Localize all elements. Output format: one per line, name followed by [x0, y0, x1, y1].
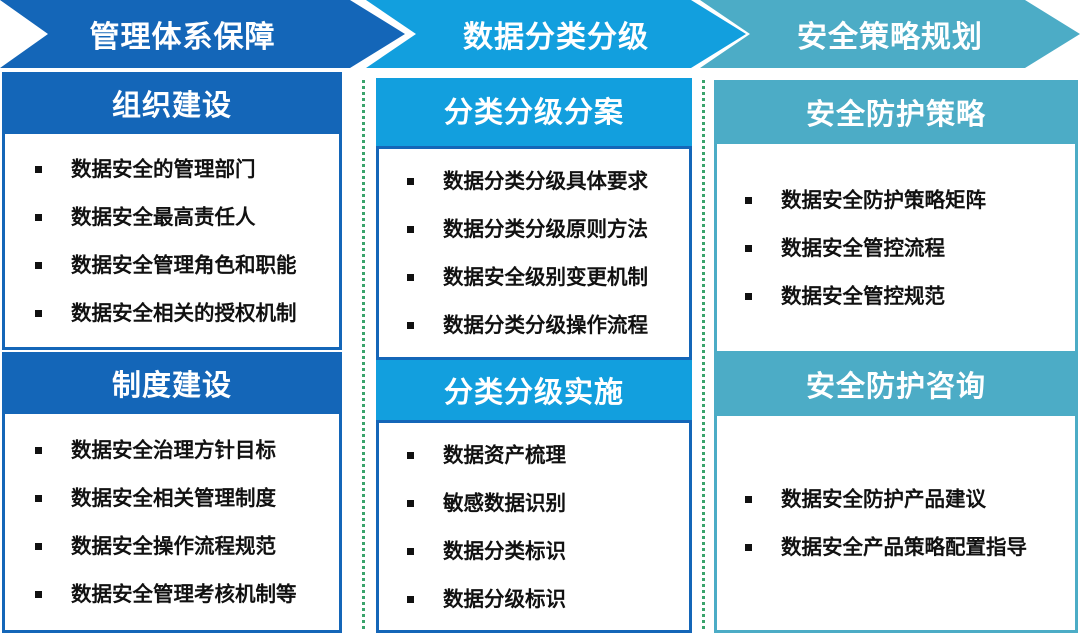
header-arrow-classification: 数据分类分级 [366, 0, 746, 68]
section-list: 数据安全防护产品建议 数据安全产品策略配置指导 [714, 416, 1078, 633]
section-list: 数据安全治理方针目标 数据安全相关管理制度 数据安全操作流程规范 数据安全管理考… [2, 414, 342, 633]
section-title: 安全防护咨询 [805, 369, 986, 403]
list-item: 数据资产梳理 [407, 431, 689, 479]
list-item: 敏感数据识别 [407, 479, 689, 527]
section-protection-consulting: 安全防护咨询 数据安全防护产品建议 数据安全产品策略配置指导 [714, 352, 1078, 633]
list-item: 数据安全级别变更机制 [407, 253, 689, 301]
list-item: 数据分级标识 [407, 575, 689, 623]
list-item: 数据安全管控流程 [745, 224, 1075, 272]
column-strategy: 安全防护策略 数据安全防护策略矩阵 数据安全管控流程 数据安全管控规范 安全防护… [714, 72, 1078, 633]
list-item: 数据安全管理角色和职能 [35, 241, 339, 289]
section-implementation: 分类分级实施 数据资产梳理 敏感数据识别 数据分类标识 数据分级标识 [376, 360, 692, 633]
section-list: 数据分类分级具体要求 数据分类分级原则方法 数据安全级别变更机制 数据分类分级操… [376, 146, 692, 360]
section-organization: 组织建设 数据安全的管理部门 数据安全最高责任人 数据安全管理角色和职能 数据安… [2, 72, 342, 350]
header-arrow-strategy: 安全策略规划 [700, 0, 1080, 68]
section-list: 数据安全的管理部门 数据安全最高责任人 数据安全管理角色和职能 数据安全相关的授… [2, 134, 342, 350]
section-system: 制度建设 数据安全治理方针目标 数据安全相关管理制度 数据安全操作流程规范 数据… [2, 352, 342, 633]
list-item: 数据安全最高责任人 [35, 193, 339, 241]
list-item: 数据安全操作流程规范 [35, 522, 339, 570]
section-title: 制度建设 [111, 368, 232, 402]
section-list: 数据资产梳理 敏感数据识别 数据分类标识 数据分级标识 [376, 420, 692, 633]
list-item: 数据分类分级操作流程 [407, 301, 689, 349]
section-title: 分类分级分案 [443, 95, 624, 129]
section-title: 分类分级实施 [443, 375, 624, 409]
dotted-divider [702, 80, 705, 629]
header-arrow-management: 管理体系保障 [0, 0, 405, 68]
list-item: 数据安全管理考核机制等 [35, 570, 339, 618]
column-classification: 分类分级分案 数据分类分级具体要求 数据分类分级原则方法 数据安全级别变更机制 … [376, 72, 692, 633]
list-item: 数据安全治理方针目标 [35, 426, 339, 474]
dotted-divider [362, 80, 365, 629]
list-item: 数据安全相关的授权机制 [35, 289, 339, 337]
section-list: 数据安全防护策略矩阵 数据安全管控流程 数据安全管控规范 [714, 144, 1078, 354]
list-item: 数据分类分级具体要求 [407, 157, 689, 205]
list-item: 数据安全相关管理制度 [35, 474, 339, 522]
column-management: 组织建设 数据安全的管理部门 数据安全最高责任人 数据安全管理角色和职能 数据安… [2, 72, 342, 633]
list-item: 数据安全管控规范 [745, 272, 1075, 320]
list-item: 数据分类分级原则方法 [407, 205, 689, 253]
list-item: 数据安全的管理部门 [35, 145, 339, 193]
list-item: 数据安全产品策略配置指导 [745, 523, 1075, 571]
section-protection-strategy: 安全防护策略 数据安全防护策略矩阵 数据安全管控流程 数据安全管控规范 [714, 80, 1078, 354]
list-item: 数据分类标识 [407, 527, 689, 575]
section-plan: 分类分级分案 数据分类分级具体要求 数据分类分级原则方法 数据安全级别变更机制 … [376, 78, 692, 360]
list-item: 数据安全防护策略矩阵 [745, 176, 1075, 224]
list-item: 数据安全防护产品建议 [745, 475, 1075, 523]
section-title: 组织建设 [111, 88, 232, 122]
section-title: 安全防护策略 [805, 97, 986, 131]
